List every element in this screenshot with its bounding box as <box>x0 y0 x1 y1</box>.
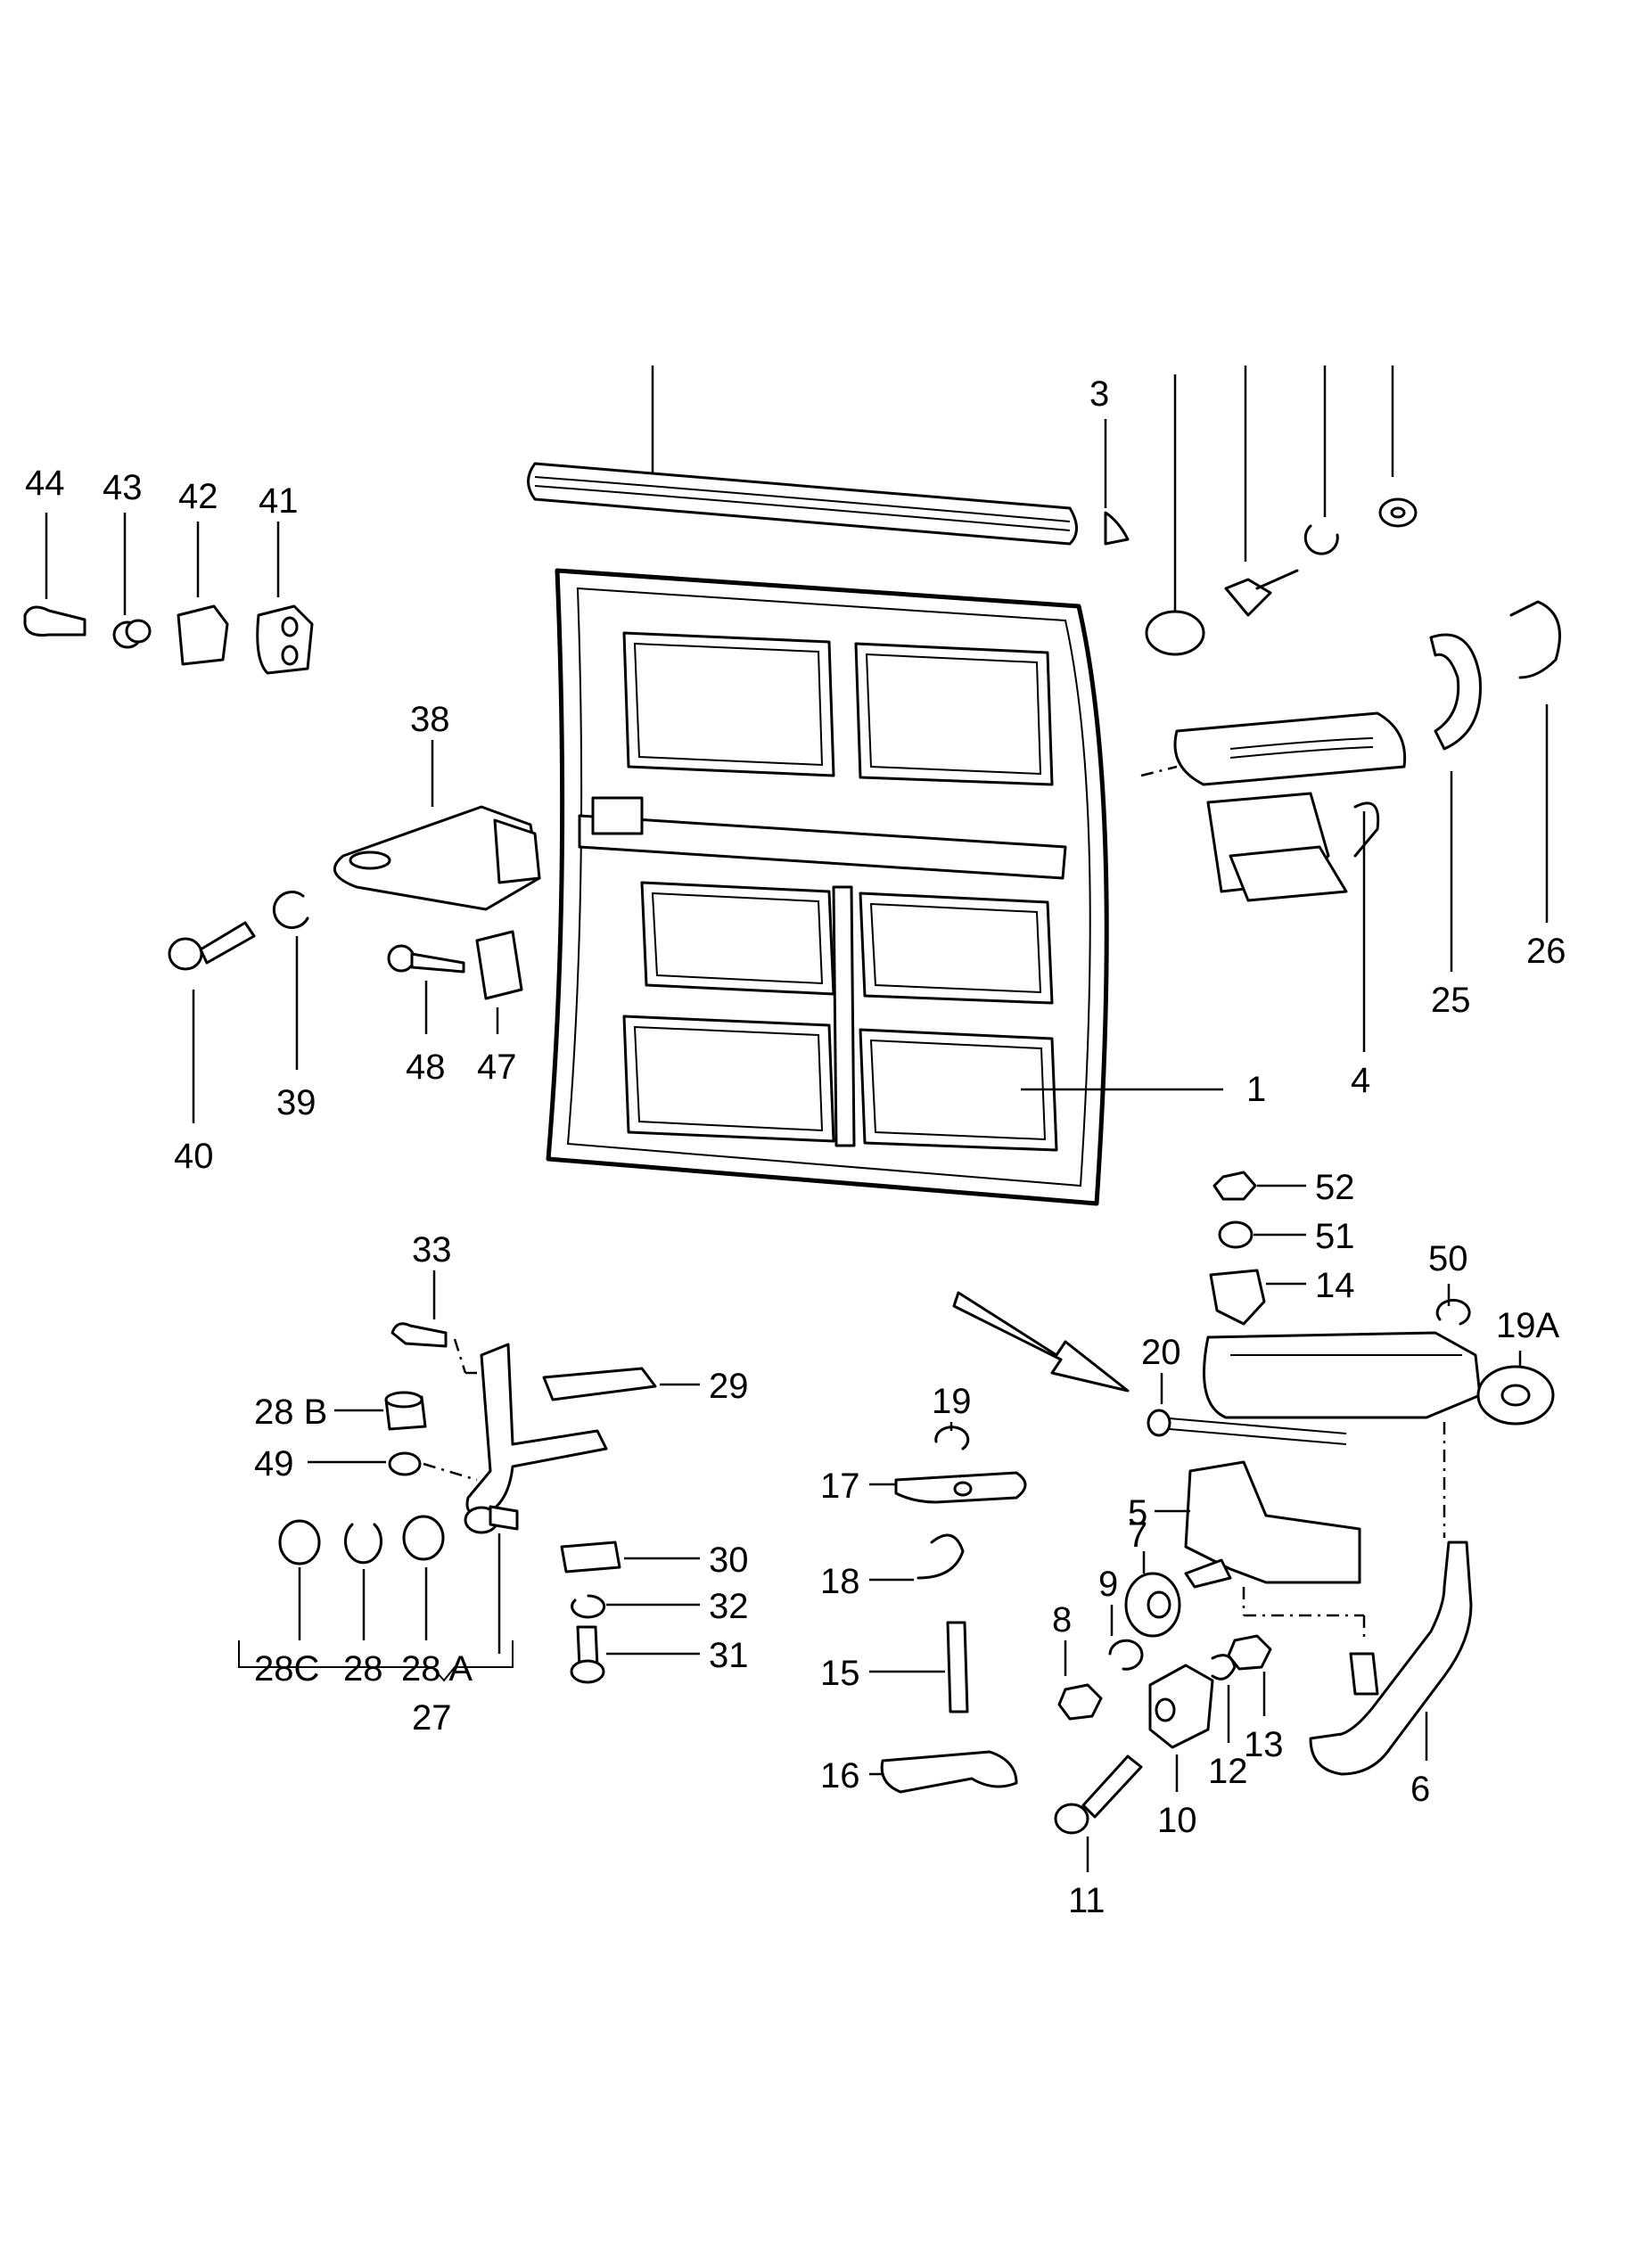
label-40: 40 <box>174 1137 214 1176</box>
callout-labels: 3 44 43 42 41 38 40 39 48 47 1 4 25 26 5… <box>25 374 1566 1920</box>
label-7: 7 <box>1128 1516 1147 1555</box>
label-8: 8 <box>1052 1600 1072 1639</box>
latch-small-parts <box>869 1422 1027 1794</box>
label-11: 11 <box>1068 1881 1106 1920</box>
label-31: 31 <box>709 1636 749 1675</box>
label-28c: 28C <box>254 1649 319 1689</box>
label-28a: 28 A <box>401 1649 473 1689</box>
label-32: 32 <box>709 1587 749 1626</box>
label-43: 43 <box>103 468 143 507</box>
label-33: 33 <box>412 1230 452 1270</box>
label-50: 50 <box>1428 1239 1468 1278</box>
label-5: 5 <box>1128 1493 1147 1533</box>
label-27: 27 <box>412 1698 452 1738</box>
door-panel <box>546 568 1109 1206</box>
label-41: 41 <box>259 481 299 521</box>
label-51: 51 <box>1315 1217 1355 1256</box>
label-19a: 19A <box>1496 1306 1559 1345</box>
label-47: 47 <box>477 1048 517 1087</box>
label-14: 14 <box>1315 1266 1355 1305</box>
label-20: 20 <box>1141 1333 1181 1372</box>
label-9: 9 <box>1098 1565 1118 1604</box>
top-leader-lines <box>651 366 1394 624</box>
label-10: 10 <box>1157 1801 1197 1840</box>
label-18: 18 <box>820 1562 860 1601</box>
label-6: 6 <box>1410 1770 1430 1809</box>
label-52: 52 <box>1315 1168 1355 1207</box>
label-30: 30 <box>709 1541 749 1580</box>
label-25: 25 <box>1431 981 1471 1020</box>
label-39: 39 <box>276 1083 316 1122</box>
label-1: 1 <box>1246 1070 1266 1109</box>
direction-arrow <box>952 1291 1130 1393</box>
part-3-clip <box>1104 419 1130 546</box>
label-28: 28 <box>343 1649 383 1689</box>
part-48-47-screw-block <box>387 930 523 1034</box>
label-3: 3 <box>1089 374 1109 414</box>
part-26-wire-clip <box>1509 600 1561 923</box>
label-38: 38 <box>410 700 450 739</box>
label-29: 29 <box>709 1367 749 1406</box>
label-26: 26 <box>1526 932 1566 971</box>
label-42: 42 <box>178 477 218 516</box>
part-38-striker-plate <box>333 740 541 911</box>
part-39-circlip <box>272 891 309 1070</box>
upper-left-parts <box>23 513 314 675</box>
upper-right-small-parts <box>1145 497 1418 656</box>
label-49: 49 <box>254 1444 294 1483</box>
label-16: 16 <box>820 1756 860 1796</box>
label-48: 48 <box>406 1048 446 1087</box>
label-19: 19 <box>932 1382 972 1421</box>
part-40-screw <box>168 921 256 1123</box>
label-28b: 28 B <box>254 1393 327 1432</box>
hinge-assembly-group <box>238 1270 700 1684</box>
label-13: 13 <box>1244 1725 1284 1764</box>
part-25-interior-handle <box>1429 633 1482 972</box>
label-17: 17 <box>820 1467 860 1506</box>
label-4: 4 <box>1351 1061 1370 1100</box>
door-seal-strip <box>527 462 1078 546</box>
door-lock-mechanism <box>1140 711 1407 902</box>
label-44: 44 <box>25 464 65 503</box>
lower-right-latch-assembly <box>1054 1171 1555 1872</box>
label-12: 12 <box>1208 1752 1248 1791</box>
label-15: 15 <box>820 1654 860 1693</box>
